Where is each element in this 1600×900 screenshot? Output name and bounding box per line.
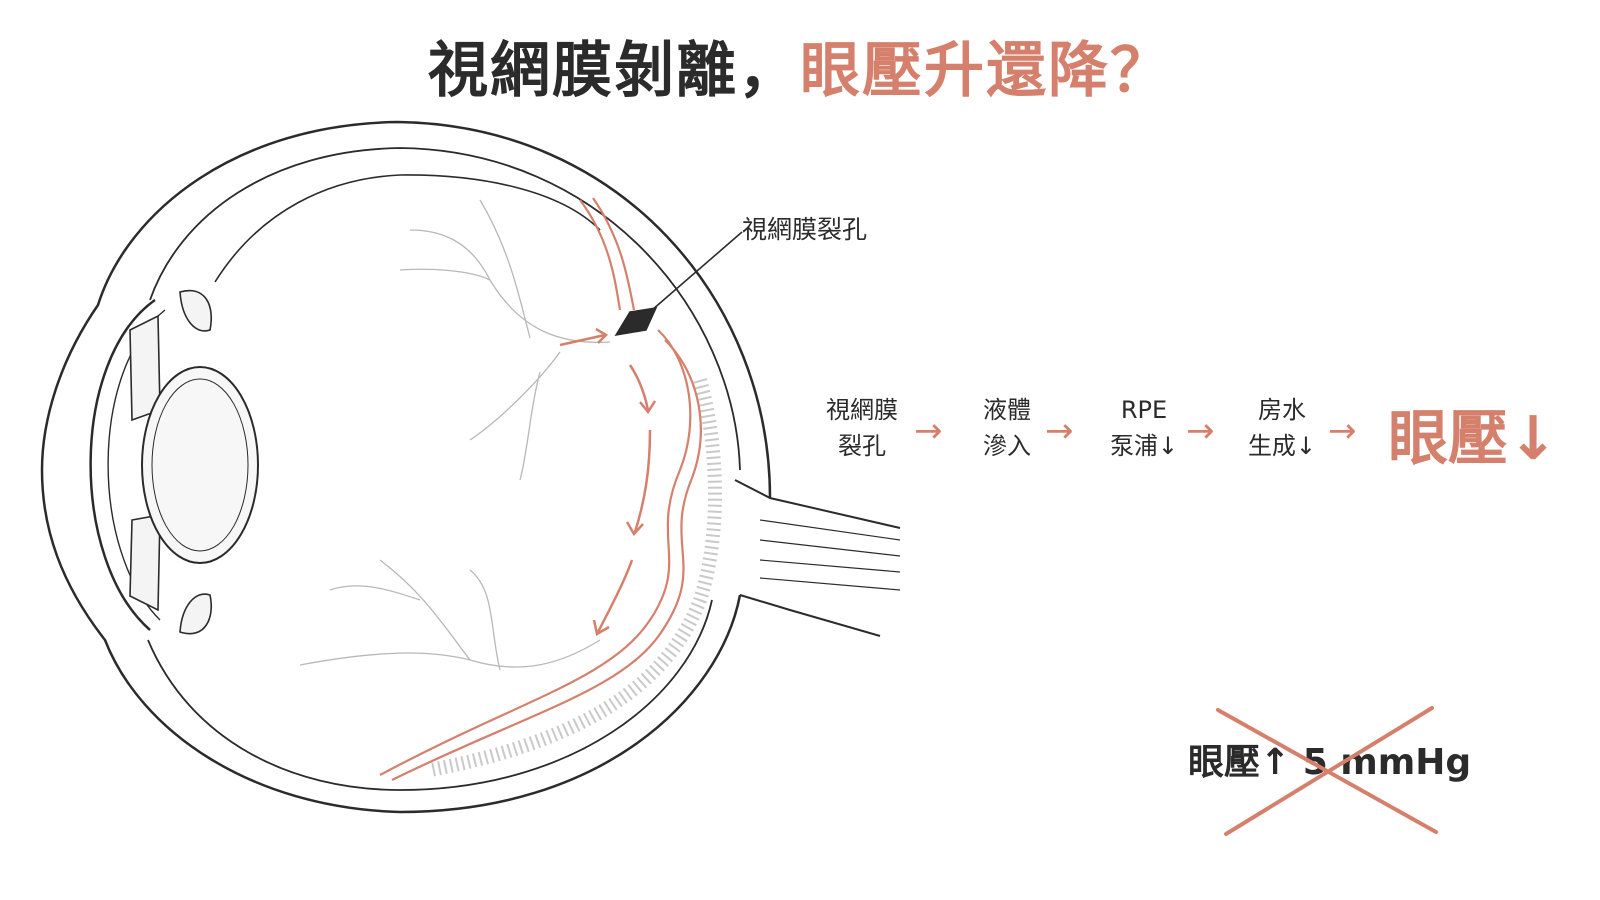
title-part-1: 視網膜剝離， — [428, 36, 800, 106]
retinal-vessels — [299, 199, 611, 671]
flow-step-line: 液體 — [983, 396, 1031, 424]
flow-step-line: 視網膜 — [826, 396, 898, 424]
flow-arrow: → — [1328, 411, 1357, 451]
flow-arrow: → — [914, 411, 943, 451]
cornea — [89, 298, 156, 631]
flow-step-line: RPE — [1120, 396, 1168, 424]
title-part-2: 眼壓升還降？ — [800, 36, 1172, 106]
retinal-tear-label: 視網膜裂孔 — [742, 215, 868, 244]
flow-step-retinal-tear: 視網膜 裂孔 — [812, 392, 912, 472]
callout-leader-line — [651, 231, 743, 311]
flow-step-line: 生成↓ — [1247, 432, 1317, 460]
flow-step-rpe-pump: RPE 泵浦↓ — [1096, 392, 1192, 472]
retinal-tear-hole — [614, 307, 658, 337]
flow-step-line: 滲入 — [983, 432, 1031, 460]
choroid-band — [428, 378, 722, 777]
detached-retina — [379, 197, 702, 781]
crossed-out-iop-up: 眼壓↑ 5 mmHg — [1188, 742, 1472, 783]
flow-arrow: → — [1045, 411, 1074, 451]
flow-step-aqueous-production: 房水 生成↓ — [1234, 392, 1330, 472]
retina-edge — [214, 174, 601, 283]
flow-step-fluid-entry: 液體 滲入 — [962, 392, 1052, 472]
sclera-outer — [40, 120, 772, 814]
flow-step-line: 房水 — [1258, 396, 1306, 424]
flow-step-line: 泵浦↓ — [1109, 432, 1179, 460]
sclera-inner — [147, 147, 741, 791]
flow-step-line: 裂孔 — [838, 432, 886, 460]
flow-result-iop-down: 眼壓↓ — [1388, 404, 1559, 474]
iris — [129, 289, 212, 635]
fluid-flow-arrows — [559, 327, 657, 636]
page-title: 視網膜剝離，眼壓升還降？ — [0, 22, 1600, 109]
flow-arrow: → — [1186, 411, 1215, 451]
lens — [141, 366, 259, 564]
